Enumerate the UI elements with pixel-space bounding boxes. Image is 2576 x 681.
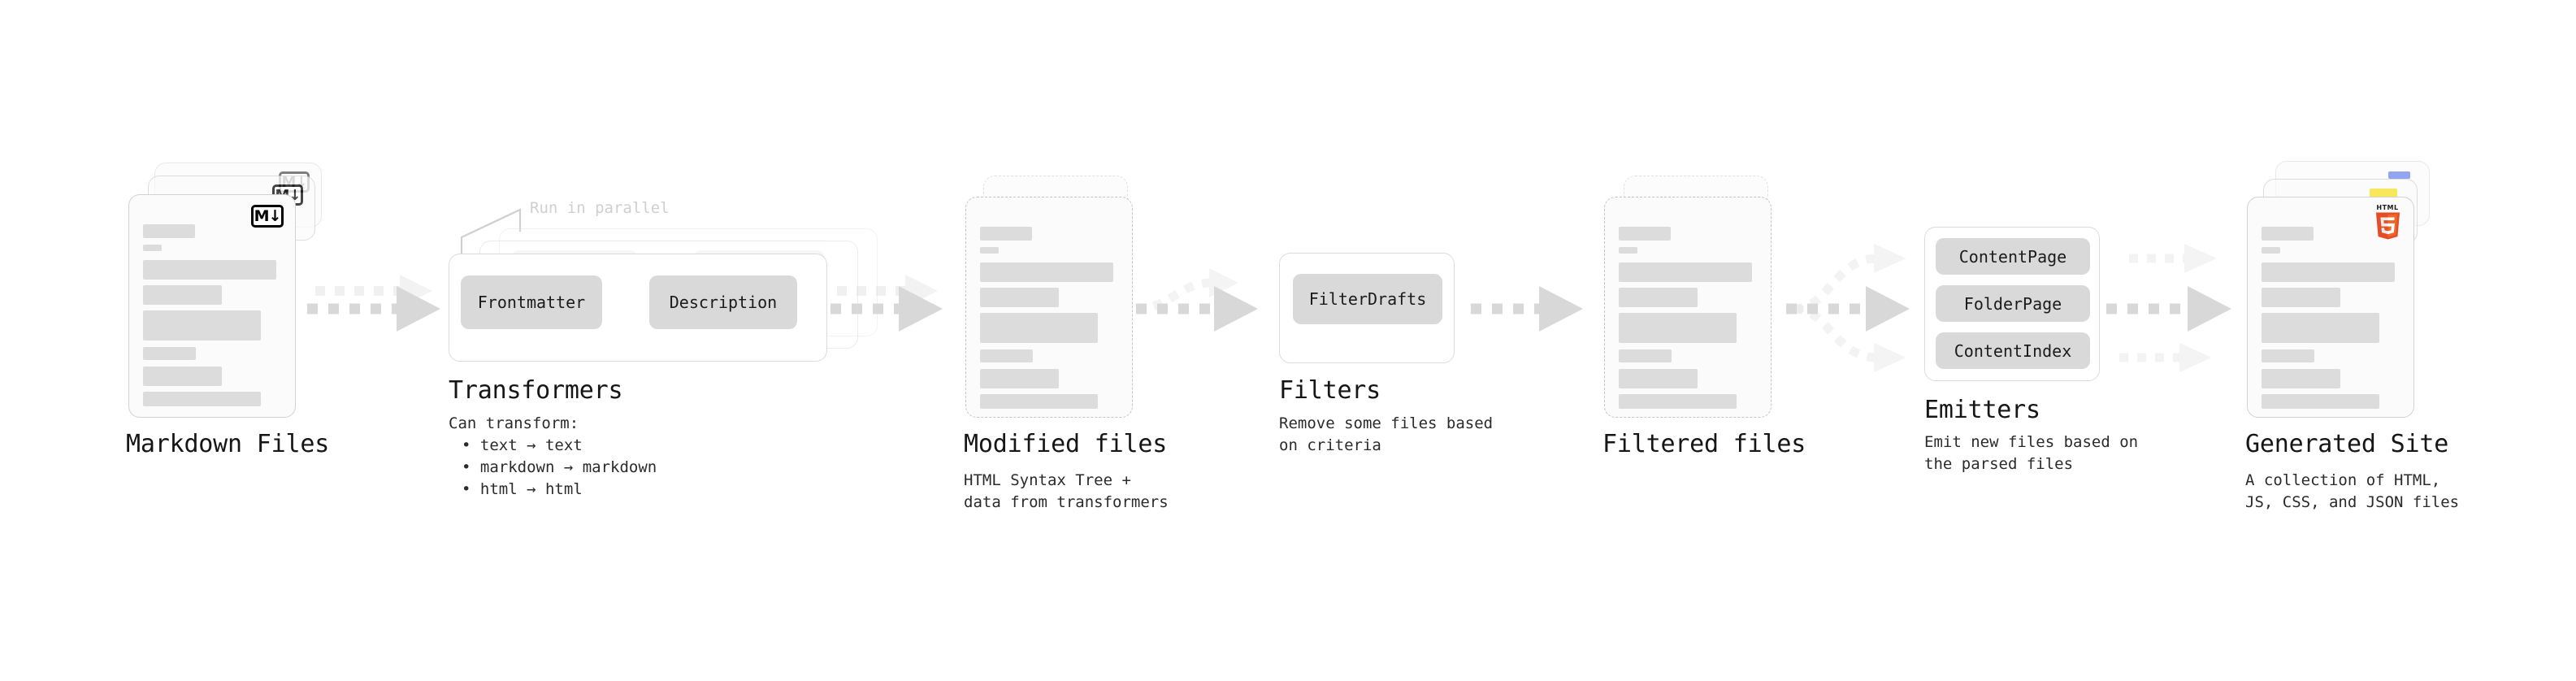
generated-card-html: HTML	[2247, 197, 2414, 418]
skeleton-line	[1619, 227, 1671, 241]
skeleton-line	[143, 260, 276, 280]
transformers-desc: Can transform:	[449, 414, 579, 432]
modified-files-title: Modified files	[964, 430, 1168, 458]
skeleton-line	[143, 347, 196, 360]
emitters-desc: Emit new files based on the parsed files	[1924, 433, 2139, 473]
skeleton-line	[143, 310, 261, 340]
skeleton-line	[1619, 247, 1637, 254]
markdown-files-title: Markdown Files	[126, 430, 330, 458]
css-icon	[2388, 171, 2410, 179]
skeleton-line	[2262, 227, 2314, 241]
connector-emitters-to-site	[2106, 244, 2231, 372]
skeleton-line	[143, 224, 195, 238]
filters-panel: FilterDrafts	[1279, 253, 1455, 363]
emitters-panel: ContentPage FolderPage ContentIndex	[1924, 227, 2100, 381]
skeleton-line	[1619, 313, 1737, 343]
skeleton-line	[1619, 349, 1672, 362]
pill-filterdrafts[interactable]: FilterDrafts	[1293, 274, 1442, 324]
skeleton-line	[980, 313, 1098, 343]
skeleton-line	[2262, 262, 2395, 282]
transformer-panel-front: Frontmatter Description	[449, 254, 827, 362]
skeleton-line	[980, 369, 1059, 388]
skeleton-line	[1619, 262, 1752, 282]
connector-modified-to-filters	[1135, 268, 1258, 332]
skeleton-line	[143, 367, 222, 386]
skeleton-line	[980, 288, 1059, 307]
pill-contentpage[interactable]: ContentPage	[1936, 238, 2090, 275]
modified-card-front	[965, 197, 1133, 418]
connector-markdown-to-transformers	[307, 275, 440, 332]
skeleton-line	[2262, 247, 2280, 254]
skeleton-line	[2262, 288, 2340, 307]
modified-files-desc: HTML Syntax Tree + data from transformer…	[964, 471, 1169, 511]
filters-desc: Remove some files based on criteria	[1279, 414, 1494, 454]
skeleton-line	[980, 262, 1113, 282]
transformers-title: Transformers	[449, 376, 623, 405]
html5-icon: HTML	[2373, 204, 2402, 241]
skeleton-line	[1619, 288, 1698, 307]
generated-site-desc: A collection of HTML, JS, CSS, and JSON …	[2245, 471, 2460, 511]
pill-frontmatter[interactable]: Frontmatter	[461, 275, 602, 329]
markdown-card-front: M↓	[128, 194, 296, 418]
html5-shield	[2375, 212, 2400, 240]
filtered-card-front	[1604, 197, 1772, 418]
skeleton-line	[980, 247, 999, 254]
filters-title: Filters	[1279, 376, 1381, 405]
generated-site-title: Generated Site	[2245, 430, 2449, 458]
pill-description[interactable]: Description	[649, 275, 797, 329]
skeleton-line	[1619, 369, 1698, 388]
skeleton-line	[980, 227, 1032, 241]
transformers-bullet-markdown: • markdown → markdown	[462, 458, 657, 476]
skeleton-line	[143, 392, 261, 406]
skeleton-line	[2262, 369, 2340, 388]
skeleton-line	[1619, 394, 1737, 409]
transformers-bullet-html: • html → html	[462, 480, 583, 498]
filtered-files-title: Filtered files	[1602, 430, 1806, 458]
run-in-parallel-label: Run in parallel	[530, 199, 670, 217]
emitters-title: Emitters	[1924, 396, 2040, 424]
skeleton-line	[2262, 313, 2379, 343]
skeleton-line	[980, 349, 1033, 362]
transformers-bullet-text: • text → text	[462, 436, 583, 454]
skeleton-line	[980, 394, 1098, 409]
pill-folderpage[interactable]: FolderPage	[1936, 285, 2090, 322]
connector-filtered-to-emitters	[1786, 244, 1910, 372]
skeleton-line	[2262, 394, 2379, 409]
skeleton-line	[143, 245, 162, 251]
skeleton-line	[143, 285, 222, 305]
pill-contentindex[interactable]: ContentIndex	[1936, 332, 2090, 369]
connector-filters-to-filtered	[1471, 286, 1583, 332]
markdown-icon: M↓	[251, 205, 284, 228]
skeleton-line	[2262, 349, 2314, 362]
